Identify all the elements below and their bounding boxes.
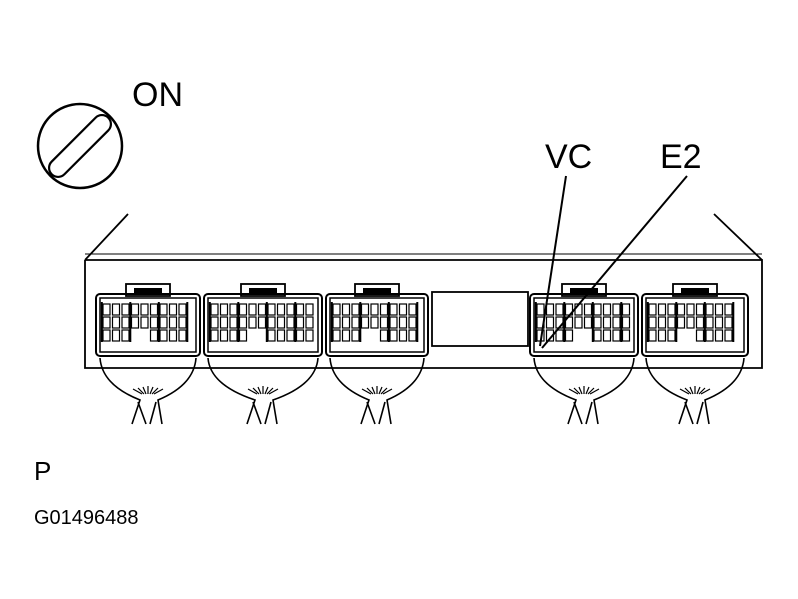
view-code-label: P (34, 456, 52, 486)
connector-block (95, 283, 201, 357)
connector-block (325, 283, 429, 357)
vc-leader-line (539, 175, 567, 347)
ignition-switch-icon (36, 102, 124, 190)
wire-harness (645, 357, 745, 425)
connector-block (203, 283, 323, 357)
wire-harness (207, 357, 319, 425)
e2-leader-line (541, 175, 688, 349)
connector-block (529, 283, 639, 357)
leader-lines (539, 175, 688, 349)
wire-harness (533, 357, 635, 425)
connector-block (641, 283, 749, 357)
ecu-housing (84, 213, 763, 369)
ignition-on-label: ON (132, 76, 183, 114)
terminal-vc-label: VC (545, 138, 593, 176)
terminal-e2-label: E2 (660, 138, 702, 176)
center-window (431, 291, 529, 347)
wire-harness (99, 357, 197, 425)
figure-id-label: G01496488 (34, 507, 139, 529)
connector-group (95, 283, 749, 357)
wire-harness-group (99, 357, 745, 425)
wire-harness (329, 357, 425, 425)
